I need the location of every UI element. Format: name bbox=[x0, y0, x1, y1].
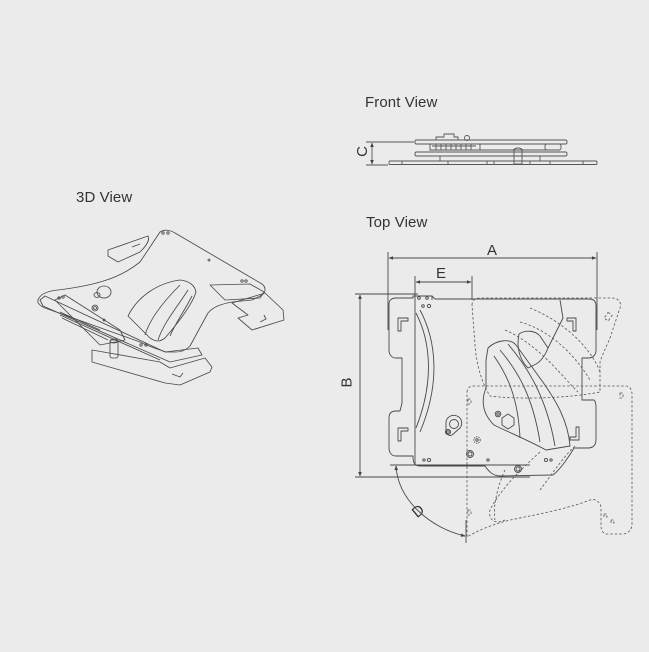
3d-view-drawing bbox=[37, 229, 285, 386]
front-view-title: Front View bbox=[365, 94, 438, 111]
dimension-a-label: A bbox=[487, 242, 498, 259]
3d-view-title: 3D View bbox=[76, 189, 133, 206]
top-view-drawing bbox=[355, 252, 598, 543]
front-view-drawing bbox=[366, 133, 598, 166]
rotated-position-outline bbox=[466, 297, 633, 538]
top-view-title: Top View bbox=[366, 214, 428, 231]
dimension-e-label: E bbox=[436, 265, 447, 282]
